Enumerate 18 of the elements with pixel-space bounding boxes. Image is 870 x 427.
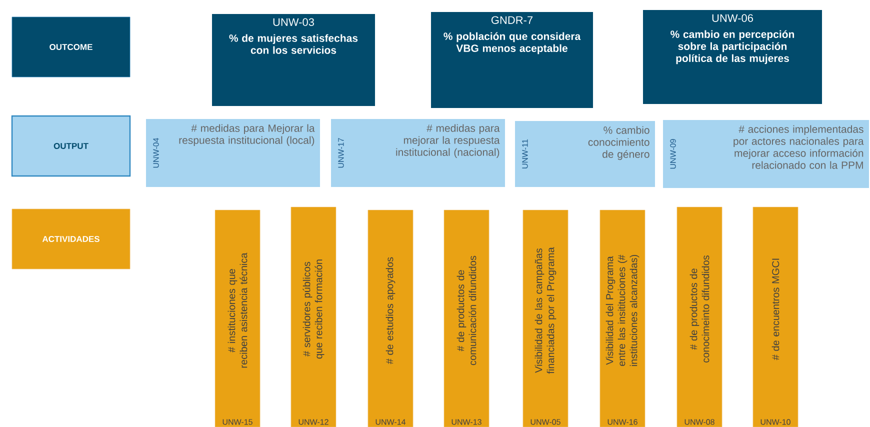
activity-bar: Visibilidad del Programa entre las insitituciones (# instituciones alcanzadas) UNW-16 bbox=[600, 210, 646, 427]
activity-bar: Visibilidad de las campañas financiadas por el Programa UNW-05 bbox=[522, 210, 568, 427]
output-box: UNW-17 # medidas para mejorar la respuesta institucional (nacional) bbox=[331, 119, 505, 187]
activity-bar: # de productos de comunicación difundidos UNW-13 bbox=[444, 210, 490, 427]
row-header: ACTIVIDADES bbox=[12, 208, 130, 270]
activity-bar: # de productos de conocimeinto difundidos UNW-08 bbox=[676, 206, 722, 427]
activity-bar: # instituciones que reciben asistencia técnica UNW-15 bbox=[214, 210, 260, 427]
output-box: UNW-11 % cambio conocimiento de género bbox=[515, 121, 655, 187]
outcome-box: GNDR-7 % población que considera VBG menos aceptable bbox=[431, 12, 593, 108]
output-box: UNW-04 # medidas para Mejorar la respuesta institucional (local) bbox=[146, 119, 320, 187]
outcome-box: UNW-06 % cambio en percepción sobre la participación política de las mujeres bbox=[643, 10, 822, 104]
activity-bar: # servidores públicos que reciben formación UNW-12 bbox=[290, 206, 336, 427]
activity-bar: # de estudios apoyados UNW-14 bbox=[368, 210, 414, 427]
row-header: OUTCOME bbox=[12, 16, 130, 78]
outcome-box: UNW-03 % de mujeres satisfechas con los servicios bbox=[212, 14, 375, 106]
row-header: OUTPUT bbox=[11, 115, 131, 177]
activity-bar: # de encuentros MGCI UNW-10 bbox=[752, 206, 798, 427]
output-box: UNW-09 # acciones implementadas por actores nacionales para mejorar acceso información relacionado con la PPM bbox=[663, 120, 869, 188]
